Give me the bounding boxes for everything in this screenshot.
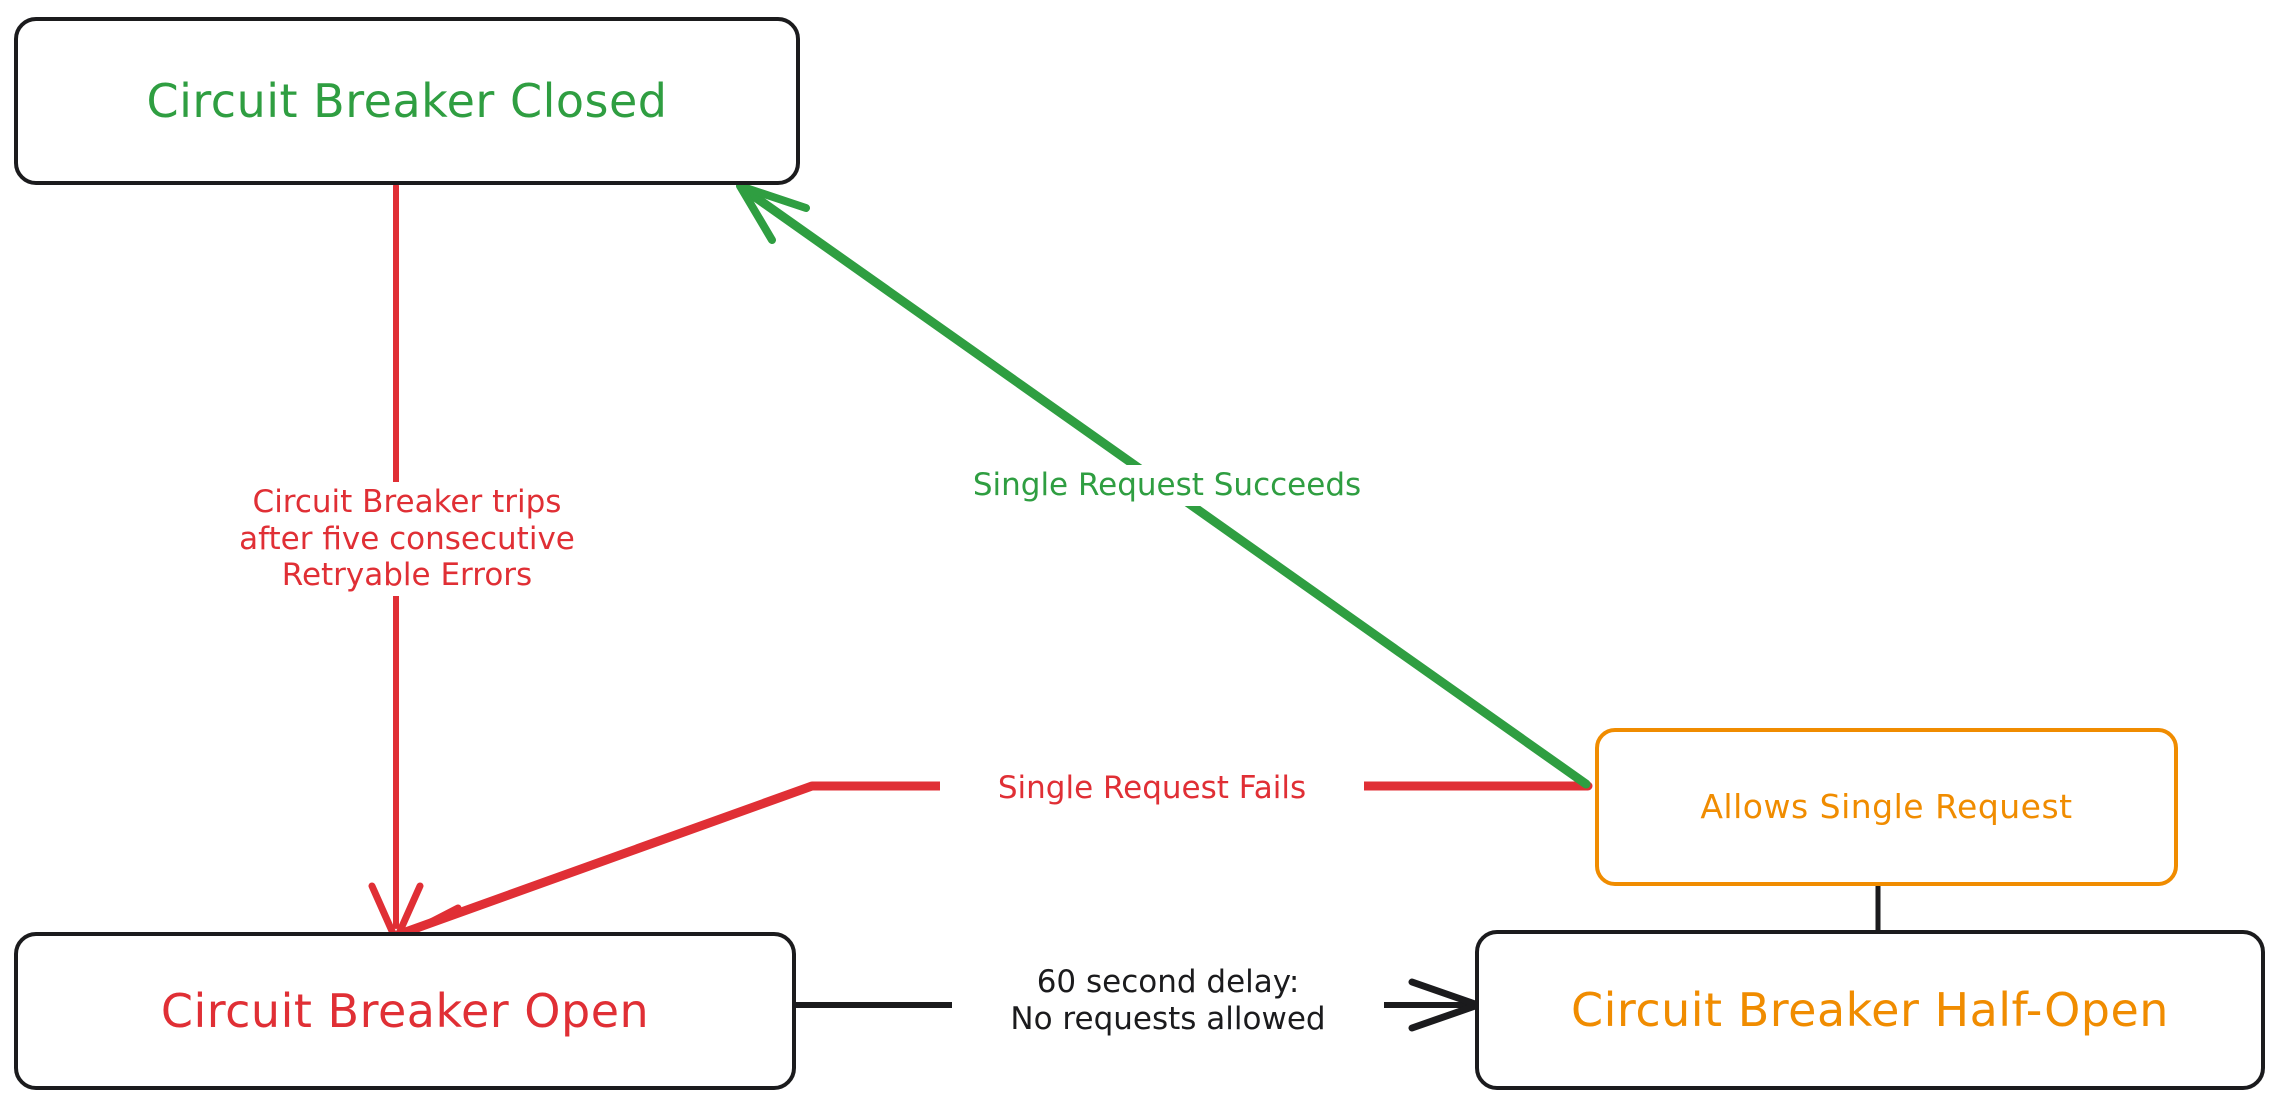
- edge-label-line: 60 second delay:: [1036, 964, 1300, 1000]
- node-allows-single-request[interactable]: Allows Single Request: [1595, 728, 2178, 886]
- node-label-closed: Circuit Breaker Closed: [146, 73, 668, 128]
- node-label-open: Circuit Breaker Open: [160, 983, 650, 1038]
- edge-label-line: Circuit Breaker trips: [252, 484, 562, 520]
- edge-label-line: Single Request Succeeds: [972, 467, 1362, 503]
- edge-label-line: after five consecutive: [239, 520, 575, 557]
- node-label-half-open: Circuit Breaker Half-Open: [1571, 982, 2169, 1037]
- node-circuit-breaker-open[interactable]: Circuit Breaker Open: [14, 932, 796, 1090]
- edge-label-line: Single Request Fails: [997, 770, 1307, 806]
- edge-label-open-to-half-open: 60 second delay: No requests allowed: [952, 962, 1384, 1040]
- node-circuit-breaker-half-open[interactable]: Circuit Breaker Half-Open: [1475, 930, 2265, 1090]
- edge-allows-to-open: [392, 781, 1593, 948]
- edge-label-line: Retryable Errors: [281, 557, 533, 594]
- node-circuit-breaker-closed[interactable]: Circuit Breaker Closed: [14, 17, 800, 185]
- edge-label-closed-to-open: Circuit Breaker trips after five consecu…: [186, 482, 628, 596]
- edge-label-allows-to-open: Single Request Fails: [940, 768, 1364, 809]
- edge-label-line: No requests allowed: [1010, 1000, 1326, 1037]
- node-label-allows-single-request: Allows Single Request: [1700, 786, 2073, 826]
- edge-label-allows-to-closed: Single Request Succeeds: [916, 465, 1418, 506]
